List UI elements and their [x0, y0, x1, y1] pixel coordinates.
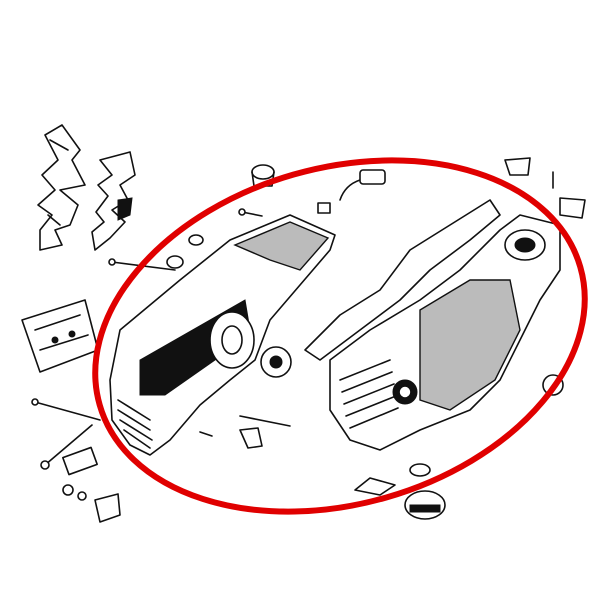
rubber-buffer — [166, 164, 331, 269]
fuel-cap — [354, 463, 446, 520]
spike-bumper-right — [91, 151, 136, 251]
spike-bumper-left — [37, 124, 86, 251]
impulse-hose — [339, 169, 386, 201]
guide-bar-plate — [21, 299, 99, 373]
left-crankcase-half — [109, 214, 336, 456]
gasket — [304, 199, 501, 361]
bolts — [31, 208, 291, 523]
right-crankcase-half — [329, 214, 561, 451]
highlight-ellipse — [92, 157, 588, 515]
